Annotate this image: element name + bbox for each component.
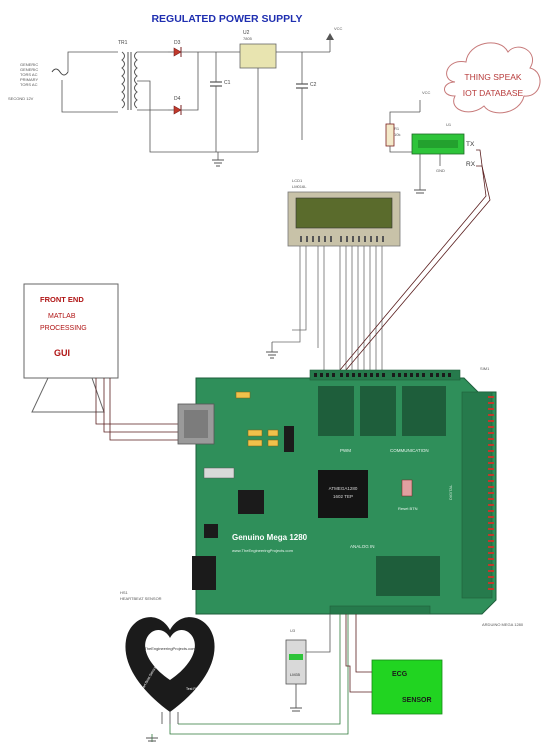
board-name: Genuino Mega 1280 xyxy=(232,533,308,542)
svg-text:SIM1: SIM1 xyxy=(480,366,490,371)
svg-text:VCC: VCC xyxy=(422,90,431,95)
svg-text:U3: U3 xyxy=(290,628,296,633)
ecg-line-1: ECG xyxy=(392,671,408,678)
source-label-1: GENERIC xyxy=(20,62,38,67)
svg-text:HEARTBEAT SENSOR: HEARTBEAT SENSOR xyxy=(120,596,162,601)
svg-text:1602 TEP: 1602 TEP xyxy=(333,494,353,499)
svg-text:PWM: PWM xyxy=(340,448,351,453)
svg-text:Test Pin: Test Pin xyxy=(186,687,199,691)
svg-text:DIGITAL: DIGITAL xyxy=(448,484,453,500)
source-label-6: SECOND 12V xyxy=(8,96,34,101)
svg-text:TheEngineeringProjects.com: TheEngineeringProjects.com xyxy=(144,646,196,651)
svg-text:U1: U1 xyxy=(446,122,452,127)
svg-text:GND: GND xyxy=(436,168,445,173)
temperature-sensor-u3: U3 LM35 xyxy=(285,614,331,712)
usb-wires xyxy=(95,378,182,441)
source-label-3: TORS AC xyxy=(20,72,38,77)
arduino-board: SIM1 DIGITAL xyxy=(177,366,524,627)
lcd-display: LCD1 LM016L xyxy=(287,178,401,247)
ground-symbol-lcd xyxy=(266,342,278,359)
svg-text:D3: D3 xyxy=(174,40,181,46)
svg-text:R1: R1 xyxy=(394,126,400,131)
svg-text:TR1: TR1 xyxy=(118,40,128,46)
iot-module-section: R1 10k VCC U1 TX RX GND xyxy=(385,90,476,194)
svg-text:10k: 10k xyxy=(394,132,400,137)
resistor-r1 xyxy=(385,123,395,147)
diode-d4: D4 xyxy=(173,96,182,115)
source-label-2: GENERIC xyxy=(20,67,38,72)
svg-text:ANALOG IN: ANALOG IN xyxy=(350,544,375,549)
svg-text:VCC: VCC xyxy=(334,26,343,31)
cloud-line-1: THING SPEAK xyxy=(464,72,521,82)
svg-text:ATMEGA1280: ATMEGA1280 xyxy=(329,486,358,491)
svg-text:LM35: LM35 xyxy=(290,672,301,677)
svg-text:LCD1: LCD1 xyxy=(292,178,303,183)
svg-text:7805: 7805 xyxy=(243,36,253,41)
regulator-u2: U2 7805 xyxy=(239,30,277,152)
source-label-5: TORS AC xyxy=(20,82,38,87)
lcd-wires xyxy=(272,246,383,370)
heartbeat-sensor: HS1 HEARTBEAT SENSOR TheEngineeringProje… xyxy=(120,590,215,724)
serial-wires xyxy=(339,149,491,371)
svg-text:D4: D4 xyxy=(174,96,181,102)
diode-d3: D3 xyxy=(173,40,182,57)
cloud-line-2: IOT DATABASE xyxy=(463,88,524,98)
svg-text:HS1: HS1 xyxy=(120,590,129,595)
ecg-wires xyxy=(345,614,372,693)
svg-text:COMMUNICATION: COMMUNICATION xyxy=(390,448,429,453)
capacitor-c1: C1 xyxy=(210,52,231,152)
board-site: www.TheEngineeringProjects.com xyxy=(232,548,294,553)
usb-chip xyxy=(238,490,264,514)
svg-text:ARDUINO MEGA 1280: ARDUINO MEGA 1280 xyxy=(482,622,524,627)
ecg-line-2: SENSOR xyxy=(402,697,432,704)
svg-text:RX: RX xyxy=(466,161,476,168)
vcc-arrow: VCC xyxy=(326,26,343,52)
svg-text:LM016L: LM016L xyxy=(292,184,307,189)
svg-text:TX: TX xyxy=(466,141,475,148)
gui-line-3: PROCESSING xyxy=(40,325,87,332)
ecg-sensor: ECG SENSOR xyxy=(371,659,443,715)
svg-text:U2: U2 xyxy=(243,30,250,36)
gui-line-2: MATLAB xyxy=(48,313,76,320)
power-jack xyxy=(192,556,216,590)
mcu-chip: ATMEGA1280 1602 TEP xyxy=(318,470,368,518)
gui-monitor: FRONT END MATLAB PROCESSING GUI xyxy=(23,283,119,413)
power-supply-section: REGULATED POWER SUPPLY GENERIC GENERIC T… xyxy=(8,13,343,167)
gui-line-4: GUI xyxy=(54,348,70,358)
svg-text:C2: C2 xyxy=(310,82,317,88)
reset-button xyxy=(401,479,413,497)
capacitor-c2: C2 xyxy=(296,52,317,140)
source-label-4: PRIMARY xyxy=(20,77,38,82)
ground-symbol-heart xyxy=(146,737,158,742)
transformer-tr1: TR1 xyxy=(118,40,138,110)
gui-line-1: FRONT END xyxy=(40,295,84,304)
power-supply-title: REGULATED POWER SUPPLY xyxy=(151,13,302,25)
svg-text:C1: C1 xyxy=(224,80,231,86)
svg-text:Reset BTN: Reset BTN xyxy=(398,506,418,511)
thingspeak-cloud: THING SPEAK IOT DATABASE xyxy=(444,42,541,114)
ac-source-symbol xyxy=(51,68,69,76)
